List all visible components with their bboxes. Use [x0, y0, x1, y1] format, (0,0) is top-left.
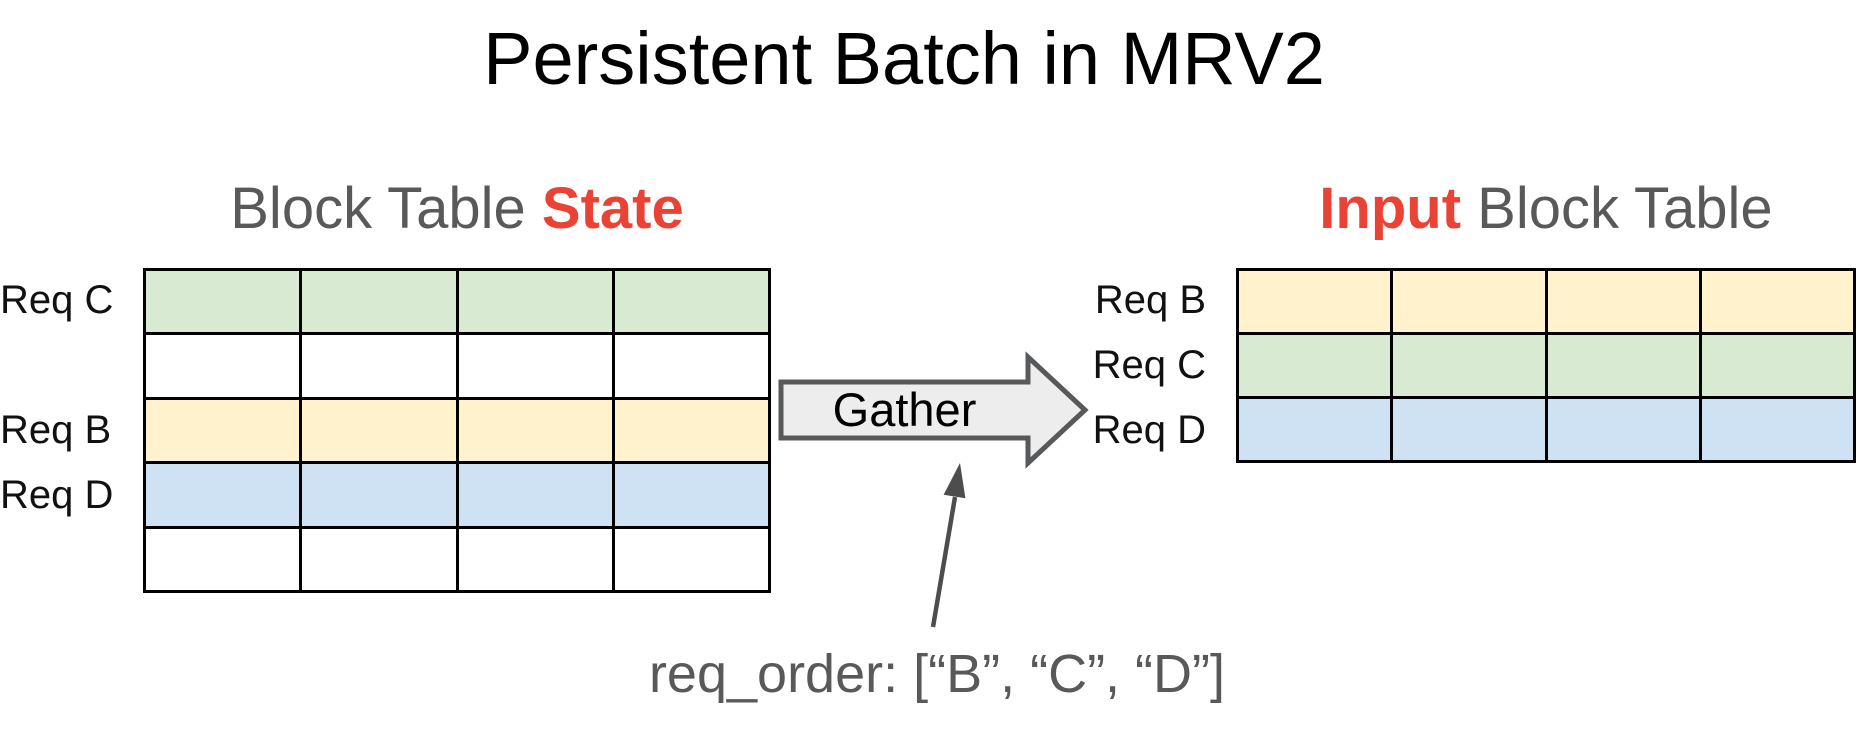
left-heading-accent: State	[541, 176, 684, 241]
block-cell	[302, 528, 456, 590]
input-block-table	[1236, 268, 1856, 463]
block-cell	[302, 335, 456, 397]
block-cell	[614, 335, 768, 397]
block-cell	[614, 528, 768, 590]
left-table-heading: Block Table State	[143, 180, 771, 238]
block-cell	[1239, 335, 1391, 396]
block-cell	[1701, 271, 1853, 332]
block-cell	[458, 271, 612, 333]
block-cell	[1239, 399, 1391, 460]
block-cell	[302, 271, 456, 333]
right-row-label-req-d: Req D	[1092, 408, 1206, 452]
block-cell	[1393, 399, 1545, 460]
block-cell	[1701, 399, 1853, 460]
gather-arrow-shape	[778, 351, 1089, 469]
block-cell	[614, 271, 768, 333]
left-row-label-req-b: Req B	[0, 408, 112, 452]
gather-arrow-icon	[778, 351, 1089, 469]
block-cell	[1701, 335, 1853, 396]
block-cell	[146, 464, 300, 526]
block-cell	[458, 399, 612, 462]
block-cell	[614, 464, 768, 526]
right-table-heading: Input Block Table	[1236, 180, 1856, 238]
block-cell	[1547, 399, 1699, 460]
block-cell	[302, 399, 456, 462]
left-heading-plain: Block Table	[230, 176, 542, 241]
state-block-table	[143, 268, 771, 593]
right-row-label-req-b: Req B	[1094, 278, 1206, 322]
block-cell	[458, 464, 612, 526]
block-cell	[458, 528, 612, 590]
req-order-annotation: req_order: [“B”, “C”, “D”]	[648, 644, 1226, 704]
right-heading-accent: Input	[1319, 176, 1462, 241]
block-cell	[1393, 335, 1545, 396]
right-row-label-req-c: Req C	[1092, 343, 1206, 387]
left-row-label-req-c: Req C	[0, 278, 114, 322]
block-cell	[1239, 271, 1391, 332]
pointer-arrow-icon	[930, 463, 966, 628]
left-row-label-req-d: Req D	[0, 473, 114, 517]
block-cell	[458, 335, 612, 397]
pointer-arrow-head	[943, 463, 966, 499]
block-cell	[302, 464, 456, 526]
gather-label: Gather	[832, 383, 977, 436]
block-cell	[614, 399, 768, 462]
page-title: Persistent Batch in MRV2	[483, 17, 1325, 100]
pointer-arrow-line	[930, 496, 958, 628]
right-heading-plain: Block Table	[1461, 176, 1773, 241]
block-cell	[146, 528, 300, 590]
block-cell	[146, 399, 300, 462]
block-cell	[146, 271, 300, 333]
block-cell	[146, 335, 300, 397]
block-cell	[1547, 335, 1699, 396]
block-cell	[1393, 271, 1545, 332]
block-cell	[1547, 271, 1699, 332]
